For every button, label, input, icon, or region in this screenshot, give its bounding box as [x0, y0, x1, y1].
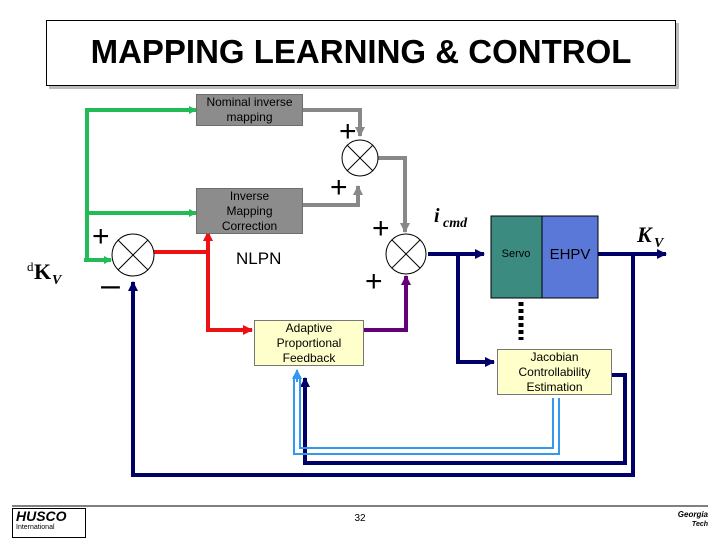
navy-arrow-jacobian-to-adaptive — [300, 373, 627, 465]
icmd-label-sub: cmd — [443, 216, 468, 231]
georgia-tech-logo-text: Georgia — [677, 510, 708, 519]
adaptive-proportional-feedback-block: Adaptive Proportional Feedback — [254, 320, 364, 366]
gray-signal-paths — [303, 108, 410, 233]
inverse-mapping-correction-block: Inverse Mapping Correction — [196, 188, 303, 234]
output-label-sub: V — [654, 236, 665, 251]
plus-sign: + — [372, 212, 390, 245]
husco-logo: HUSCO International — [12, 508, 86, 538]
minus-sign: – — [101, 266, 120, 304]
input-superscript: d — [27, 259, 34, 274]
georgia-tech-logo-subtext: Tech — [691, 521, 708, 528]
summing-junction-left — [111, 233, 155, 277]
summing-junction-top — [341, 139, 379, 177]
icmd-label-i: i — [434, 205, 440, 227]
husco-logo-text: HUSCO — [16, 508, 67, 524]
block-text: mapping — [226, 110, 273, 124]
gray-arrow-sum-to-sum — [378, 156, 410, 233]
summing-junction-right — [385, 233, 427, 275]
gray-arrow-nominal-to-sum — [303, 108, 365, 137]
purple-arrow-to-sum — [364, 275, 411, 332]
plus-sign: + — [92, 220, 110, 253]
slide-title: MAPPING LEARNING & CONTROL — [90, 33, 632, 70]
ehpv-block — [541, 215, 599, 299]
green-signal-paths — [84, 106, 197, 264]
ehpv-label: EHPV — [550, 246, 591, 263]
nominal-inverse-mapping-block: Nominal inverse mapping — [196, 94, 303, 126]
plus-sign: + — [365, 265, 383, 298]
block-text: Nominal inverse — [206, 95, 293, 109]
nlpn-label: NLPN — [236, 249, 281, 268]
block-text: Estimation — [526, 380, 583, 394]
block-text: Feedback — [282, 351, 336, 365]
husco-logo-subtext: International — [16, 524, 55, 531]
georgia-tech-logo: Georgia Tech — [660, 510, 708, 534]
gray-arrow-correction-to-sum — [303, 185, 363, 207]
block-text: Mapping — [226, 204, 273, 218]
block-text: Proportional — [276, 336, 342, 350]
block-text: Correction — [221, 219, 278, 233]
servo-label: Servo — [502, 248, 531, 260]
navy-feedback-loop — [128, 254, 635, 477]
navy-arrow-icmd-to-jacobian — [456, 254, 495, 367]
navy-signal-paths — [128, 249, 667, 477]
input-label-sub: V — [52, 273, 63, 288]
page-number: 32 — [354, 513, 366, 524]
plus-sign: + — [339, 115, 357, 148]
jacobian-controllability-block: Jacobian Controllability Estimation — [497, 349, 612, 395]
block-text: Adaptive — [285, 321, 333, 335]
plus-sign: + — [330, 171, 348, 204]
title-box: MAPPING LEARNING & CONTROL — [46, 20, 676, 86]
red-arrow-to-adaptive — [148, 250, 253, 335]
servo-block — [490, 215, 543, 299]
block-text: Inverse — [229, 189, 270, 203]
output-label-k: K — [636, 222, 653, 247]
block-text: Jacobian — [530, 350, 579, 364]
block-text: Controllability — [518, 365, 591, 379]
lightblue-signal-path — [292, 369, 560, 455]
green-arrow-to-nominal — [85, 106, 197, 260]
input-label-k: K — [34, 259, 51, 284]
